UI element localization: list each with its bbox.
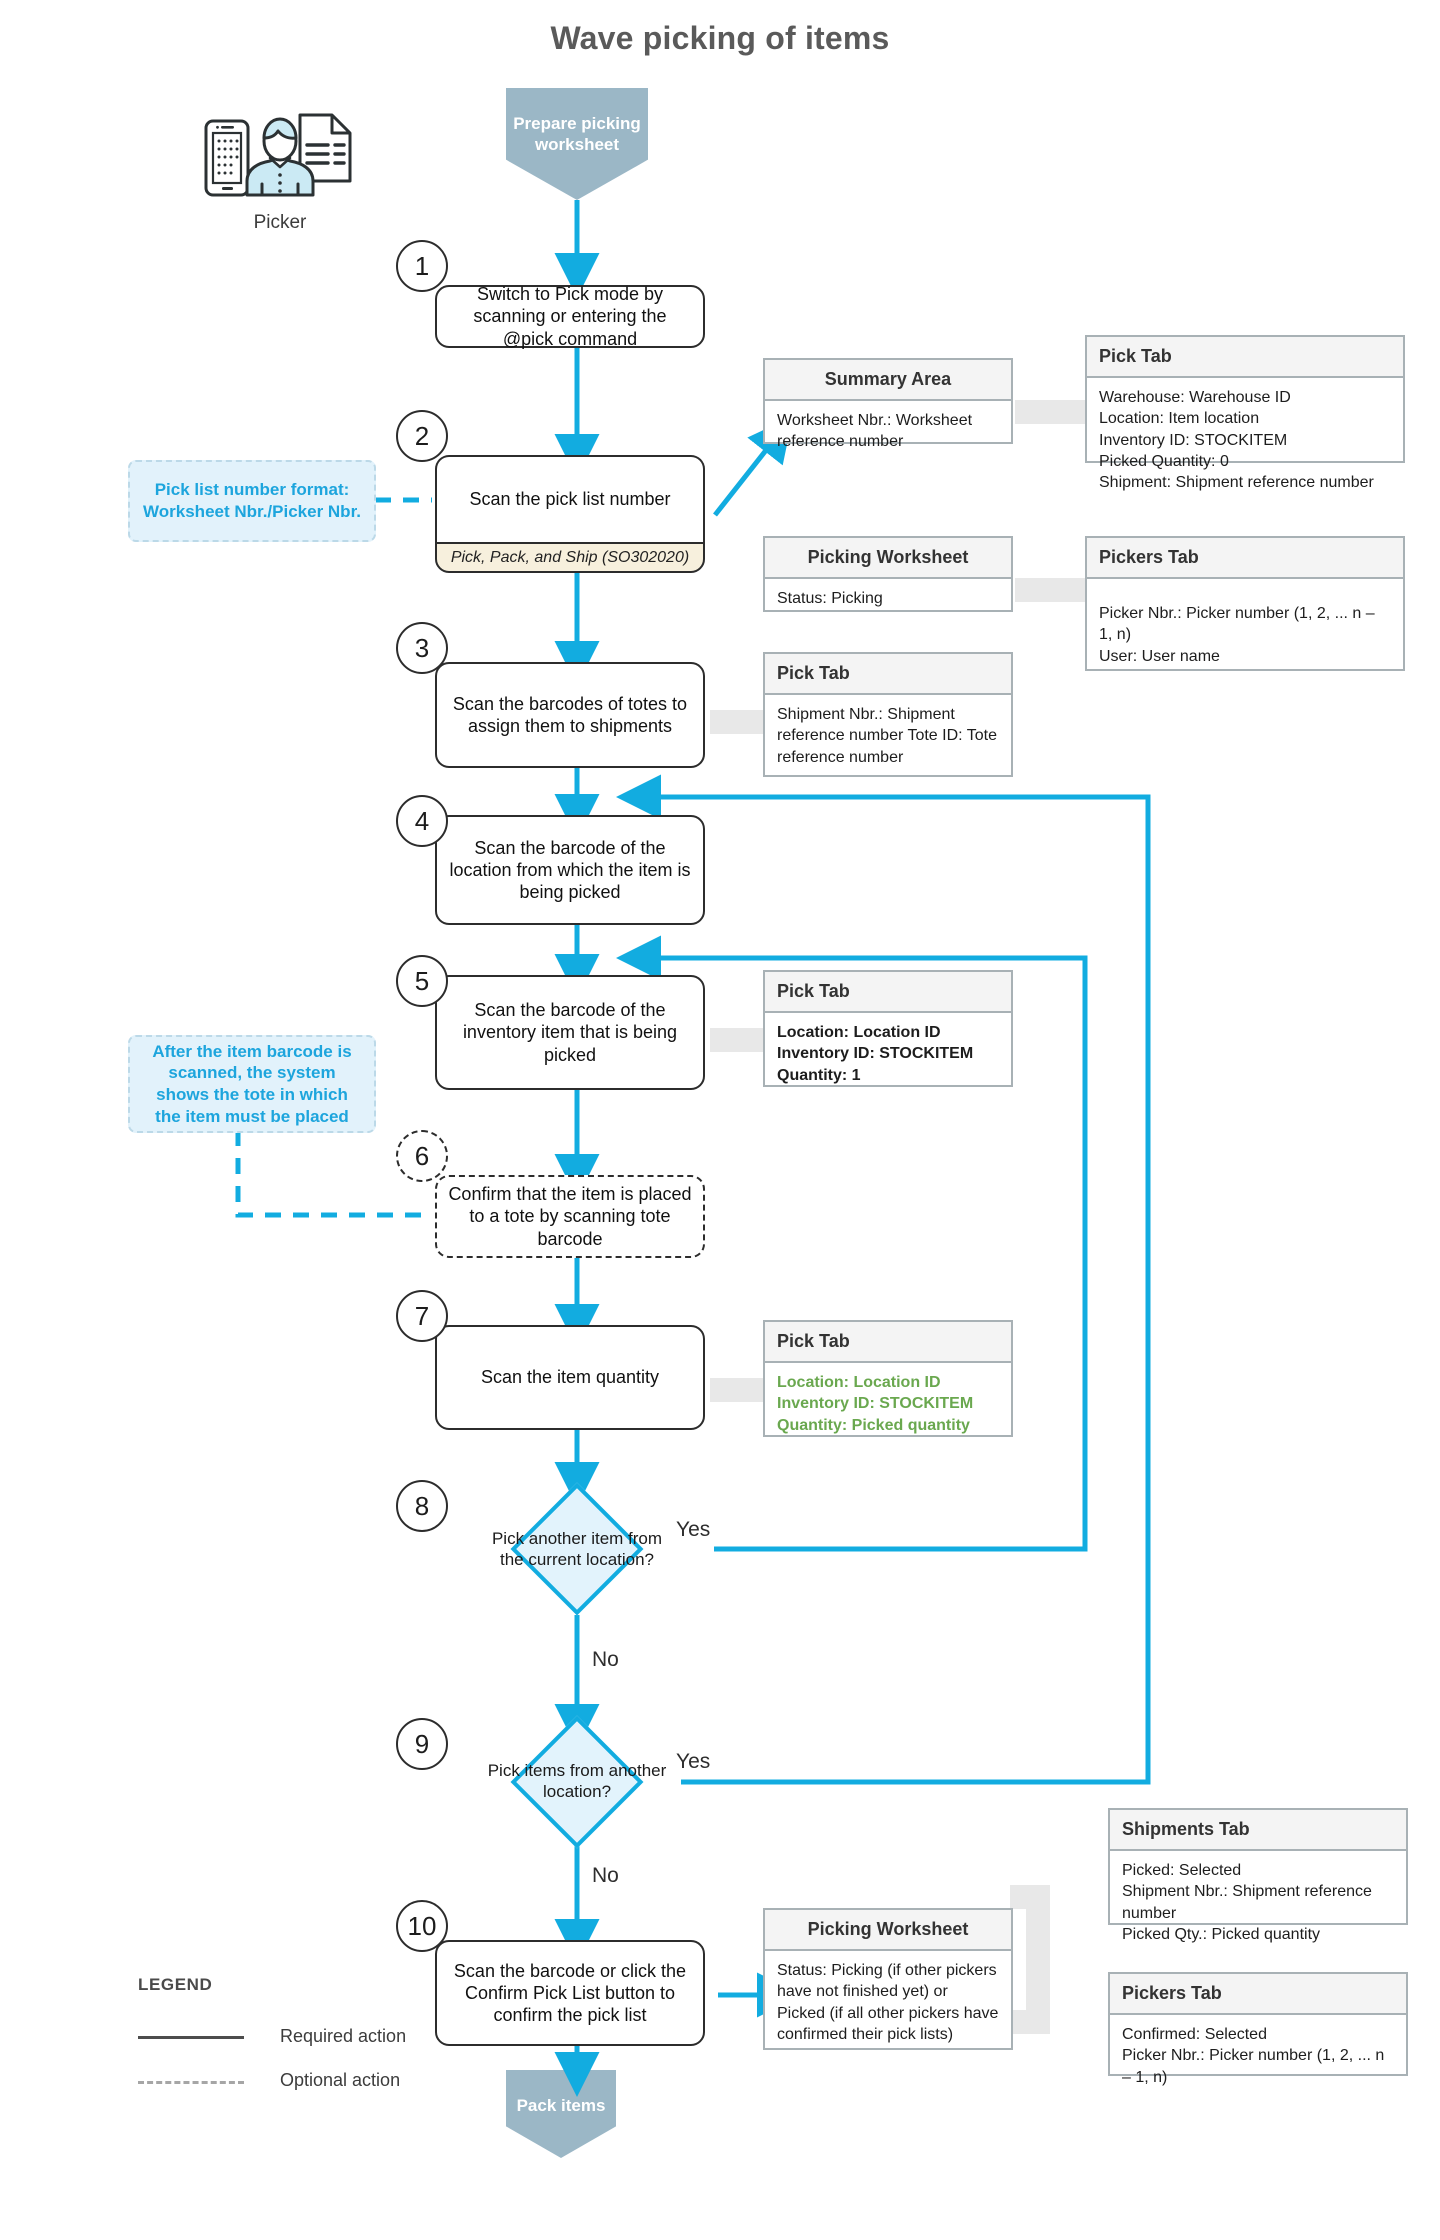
step-box-2-footer: Pick, Pack, and Ship (SO302020)	[435, 542, 705, 573]
info-box-pickers-tab-2: Pickers Tab Confirmed: Selected Picker N…	[1108, 1972, 1408, 2086]
info-body-pickers-tab-1: Picker Nbr.: Picker number (1, 2, ... n …	[1099, 605, 1375, 665]
step-box-10[interactable]: Scan the barcode or click the Confirm Pi…	[435, 1940, 705, 2046]
info-box-picking-worksheet-2: Picking Worksheet Status: Picking (if ot…	[763, 1908, 1013, 2050]
gray-connector-pickers2-v	[1026, 1985, 1050, 2034]
step-badge-7: 7	[396, 1290, 448, 1342]
step-box-4[interactable]: Scan the barcode of the location from wh…	[435, 815, 705, 925]
info-header-pickers-tab-1: Pickers Tab	[1087, 538, 1403, 579]
legend-title: LEGEND	[138, 1975, 213, 1994]
step-box-1[interactable]: Switch to Pick mode by scanning or enter…	[435, 284, 705, 349]
info-header-picking-worksheet-2: Picking Worksheet	[765, 1910, 1011, 1951]
branch-label-8-no: No	[592, 1648, 619, 1671]
step-box-2[interactable]: Scan the pick list number	[435, 455, 705, 542]
info-header-summary-area: Summary Area	[765, 360, 1011, 401]
gray-connector-shipments-v	[1026, 1885, 1050, 1987]
info-box-shipments-tab: Shipments Tab Picked: Selected Shipment …	[1108, 1808, 1408, 1943]
info-body-picking-worksheet-1: Status: Picking	[777, 590, 883, 607]
step-badge-9: 9	[396, 1718, 448, 1770]
step-badge-4: 4	[396, 795, 448, 847]
info-header-picking-worksheet-1: Picking Worksheet	[765, 538, 1011, 579]
legend-solid-line	[138, 2036, 244, 2039]
info-box-pick-tab-7: Pick Tab Location: Location ID Inventory…	[763, 1320, 1013, 1437]
step-badge-2: 2	[396, 410, 448, 462]
step-badge-10: 10	[396, 1900, 448, 1952]
step-badge-3: 3	[396, 622, 448, 674]
step-badge-1: 1	[396, 240, 448, 292]
info-header-pick-tab-3: Pick Tab	[765, 654, 1011, 695]
info-body-picking-worksheet-2: Status: Picking (if other pickers have n…	[777, 1962, 999, 2043]
step-badge-8: 8	[396, 1480, 448, 1532]
page-title: Wave picking of items	[550, 20, 890, 56]
info-box-picking-worksheet-1: Picking Worksheet Status: Picking	[763, 536, 1013, 612]
picker-label: Picker	[253, 212, 307, 233]
info-body-pick-tab-7: Location: Location ID Inventory ID: STOC…	[777, 1374, 974, 1434]
info-body-pick-tab-5: Location: Location ID Inventory ID: STOC…	[777, 1024, 974, 1084]
gray-connector-picktab3	[710, 710, 770, 734]
info-box-pick-tab-5: Pick Tab Location: Location ID Inventory…	[763, 970, 1013, 1087]
legend-required-label: Required action	[280, 2026, 407, 2046]
step-box-6[interactable]: Confirm that the item is placed to a tot…	[435, 1175, 705, 1258]
picker-icon	[200, 105, 360, 210]
info-header-pick-tab-1: Pick Tab	[1087, 337, 1403, 378]
info-header-pick-tab-7: Pick Tab	[765, 1322, 1011, 1363]
info-header-pickers-tab-2: Pickers Tab	[1110, 1974, 1406, 2015]
info-body-summary-area: Worksheet Nbr.: Worksheet reference numb…	[777, 412, 973, 451]
info-header-shipments-tab: Shipments Tab	[1110, 1810, 1406, 1851]
info-header-pick-tab-5: Pick Tab	[765, 972, 1011, 1013]
info-body-pick-tab-1: Warehouse: Warehouse ID Location: Item l…	[1099, 389, 1374, 492]
gray-connector-picktab5	[710, 1028, 770, 1052]
gray-connector-pickers1	[1015, 578, 1085, 602]
callout-note-2: After the item barcode is scanned, the s…	[128, 1035, 376, 1133]
info-body-pick-tab-3: Shipment Nbr.: Shipment reference number…	[777, 706, 997, 766]
branch-label-9-yes: Yes	[676, 1750, 711, 1773]
callout-note-1: Pick list number format: Worksheet Nbr./…	[128, 460, 376, 542]
step-badge-6: 6	[396, 1130, 448, 1182]
branch-label-8-yes: Yes	[676, 1518, 711, 1541]
step-badge-5: 5	[396, 955, 448, 1007]
info-box-summary-area: Summary Area Worksheet Nbr.: Worksheet r…	[763, 358, 1013, 450]
step-box-5[interactable]: Scan the barcode of the inventory item t…	[435, 975, 705, 1090]
legend-dashed-line	[138, 2081, 244, 2084]
info-box-pickers-tab-1: Pickers Tab Picker Nbr.: Picker number (…	[1085, 536, 1405, 671]
info-box-pick-tab-1: Pick Tab Warehouse: Warehouse ID Locatio…	[1085, 335, 1405, 491]
decision-label-8: Pick another item from the current locat…	[491, 1528, 663, 1569]
gray-connector-picktab1	[1015, 400, 1085, 424]
branch-label-9-no: No	[592, 1864, 619, 1887]
gray-connector-picktab7	[710, 1378, 770, 1402]
legend-optional-label: Optional action	[280, 2070, 401, 2090]
decision-label-9: Pick items from another location?	[487, 1760, 667, 1801]
info-body-shipments-tab: Picked: Selected Shipment Nbr.: Shipment…	[1122, 1862, 1372, 1943]
info-box-pick-tab-3: Pick Tab Shipment Nbr.: Shipment referen…	[763, 652, 1013, 777]
info-body-pickers-tab-2: Confirmed: Selected Picker Nbr.: Picker …	[1122, 2026, 1385, 2086]
step-box-3[interactable]: Scan the barcodes of totes to assign the…	[435, 662, 705, 768]
step-box-7[interactable]: Scan the item quantity	[435, 1325, 705, 1430]
